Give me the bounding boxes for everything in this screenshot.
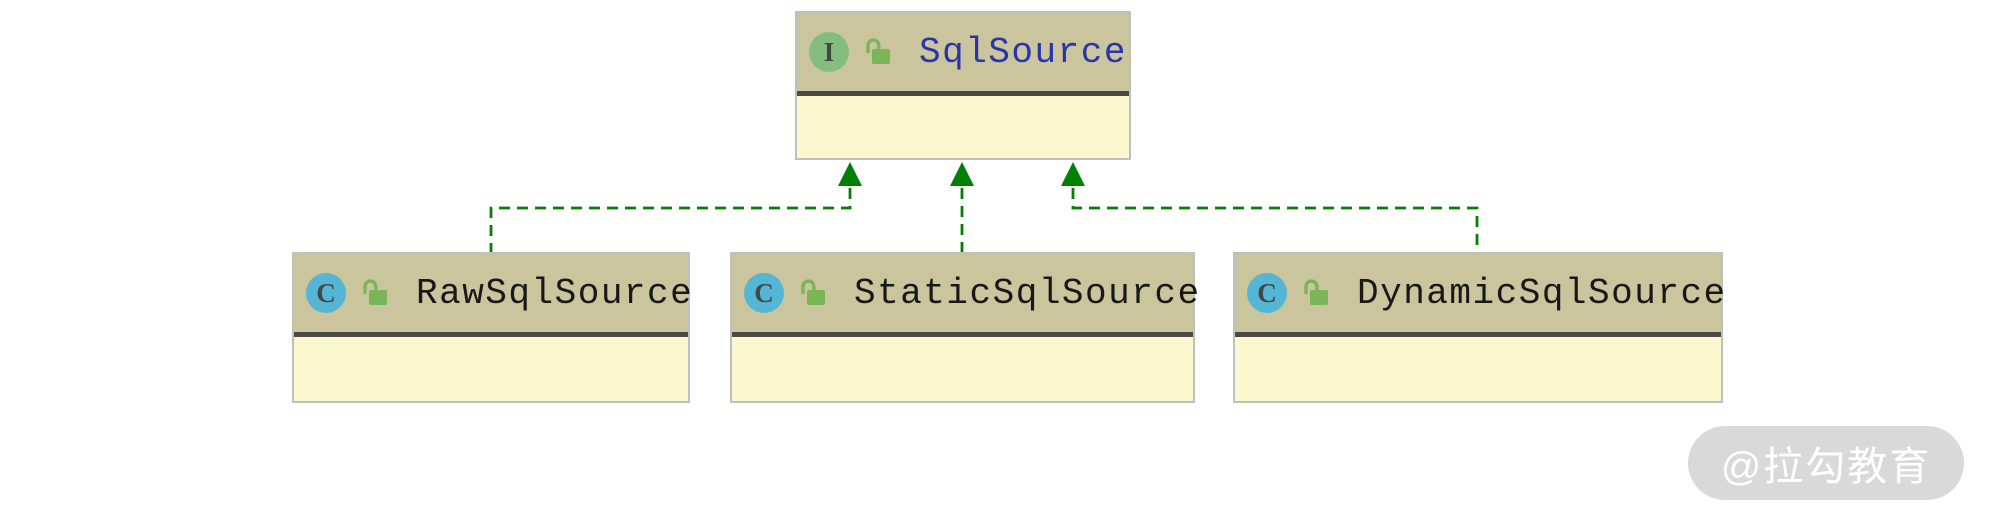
class-box-rawsqlsource[interactable]: C RawSqlSource [292, 252, 692, 403]
inheritance-arrow-icon [838, 162, 862, 186]
unlocked-padlock-icon [801, 279, 825, 305]
inheritance-edge-dynamicsqlsource[interactable] [1061, 162, 1479, 252]
box-members-area [294, 337, 688, 401]
inheritance-edge-staticsqlsource[interactable] [950, 162, 974, 252]
class-box-header: C RawSqlSource [294, 254, 692, 332]
inheritance-edge-line [489, 188, 852, 252]
class-box-header: C DynamicSqlSource [1235, 254, 1725, 332]
interface-icon-letter: I [823, 36, 835, 67]
unlocked-padlock-icon [866, 38, 890, 64]
class-box-dynamicsqlsource[interactable]: C DynamicSqlSource [1233, 252, 1725, 403]
class-box-title: SqlSource [919, 31, 1127, 73]
class-box-staticsqlsource[interactable]: C StaticSqlSource [730, 252, 1199, 403]
unlocked-padlock-icon [363, 279, 387, 305]
inheritance-arrow-icon [950, 162, 974, 186]
class-box-title: StaticSqlSource [854, 272, 1201, 314]
box-separator [294, 332, 688, 337]
class-icon: C [744, 273, 784, 313]
box-separator [732, 332, 1193, 337]
inheritance-edge-line [1071, 188, 1479, 252]
class-box-title: DynamicSqlSource [1357, 272, 1727, 314]
box-members-area [797, 96, 1129, 158]
class-box-header: C StaticSqlSource [732, 254, 1199, 332]
unlocked-padlock-icon [1304, 279, 1328, 305]
inheritance-arrow-icon [1061, 162, 1085, 186]
class-icon-letter: C [316, 277, 336, 308]
class-box-header: I SqlSource [797, 13, 1129, 91]
box-separator [797, 91, 1129, 96]
class-icon-letter: C [1257, 277, 1277, 308]
class-icon: C [306, 273, 346, 313]
interface-icon: I [809, 32, 849, 72]
watermark-text: @拉勾教育 [1720, 445, 1932, 489]
inheritance-edge-rawsqlsource[interactable] [489, 162, 862, 252]
class-box-sqlsource[interactable]: I SqlSource [795, 11, 1131, 160]
box-members-area [732, 337, 1193, 401]
box-members-area [1235, 337, 1721, 401]
class-box-title: RawSqlSource [416, 272, 694, 314]
class-icon-letter: C [754, 277, 774, 308]
class-icon: C [1247, 273, 1287, 313]
watermark-badge: @拉勾教育 [1688, 426, 1964, 500]
box-separator [1235, 332, 1721, 337]
